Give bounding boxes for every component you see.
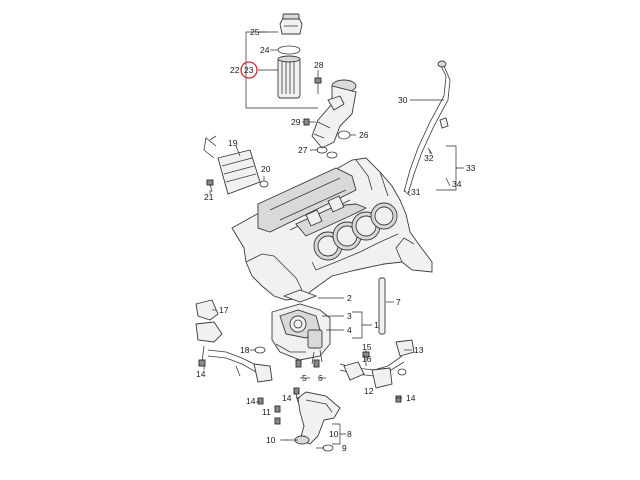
- part-label-12: 12: [364, 386, 374, 396]
- part-label-1: 1: [374, 320, 379, 330]
- part-label-34: 34: [452, 179, 462, 189]
- oil-filter-housing: [303, 77, 357, 159]
- right-oil-line: [339, 339, 415, 403]
- highlight-ring: [240, 61, 258, 79]
- oil-dipstick: [403, 60, 451, 197]
- part-label-18: 18: [240, 345, 250, 355]
- part-label-10-bottom: 10: [266, 435, 276, 445]
- part-label-28: 28: [314, 60, 324, 70]
- part-label-14-center: 14: [282, 393, 292, 403]
- part-label-8: 8: [347, 429, 352, 439]
- part-label-10-top: 10: [329, 429, 339, 439]
- part-label-20: 20: [261, 164, 271, 174]
- part-label-29: 29: [291, 117, 301, 127]
- part-label-15: 15: [362, 342, 372, 352]
- part-label-13: 13: [414, 345, 424, 355]
- oil-cooler: [203, 135, 269, 195]
- part-label-9: 9: [342, 443, 347, 453]
- part-label-21: 21: [204, 192, 214, 202]
- part-label-14-left: 14: [196, 369, 206, 379]
- part-label-11: 11: [262, 407, 271, 417]
- part-label-30: 30: [398, 95, 408, 105]
- part-label-16: 16: [362, 354, 372, 364]
- part-label-25: 25: [250, 27, 260, 37]
- part-label-33: 33: [466, 163, 476, 173]
- oil-filter-assembly: [245, 13, 318, 109]
- oil-pump: [271, 289, 331, 368]
- oil-suction-pipe: [274, 387, 341, 452]
- part-label-14-bottom-left: 14: [246, 396, 256, 406]
- part-label-6: 6: [318, 373, 323, 383]
- part-label-23: 23: [244, 65, 254, 75]
- part-label-2: 2: [347, 293, 352, 303]
- part-label-31: 31: [411, 187, 421, 197]
- guide-tube: [378, 277, 386, 335]
- part-label-27: 27: [298, 145, 308, 155]
- part-number-labels: 25 24 22 23 28 29 26 27 19 20 21 30 32 3…: [196, 27, 476, 453]
- leader-lines: [203, 31, 464, 449]
- part-label-26: 26: [359, 130, 369, 140]
- left-oil-line: [195, 299, 273, 405]
- part-label-24: 24: [260, 45, 270, 55]
- part-label-22: 22: [230, 65, 240, 75]
- part-label-7: 7: [396, 297, 401, 307]
- part-label-14-right: 14: [406, 393, 416, 403]
- part-label-5: 5: [302, 373, 307, 383]
- part-label-17: 17: [219, 305, 229, 315]
- part-label-32: 32: [424, 153, 434, 163]
- part-label-19: 19: [228, 138, 238, 148]
- part-label-3: 3: [347, 311, 352, 321]
- engine-block: [231, 157, 433, 301]
- part-label-4: 4: [347, 325, 352, 335]
